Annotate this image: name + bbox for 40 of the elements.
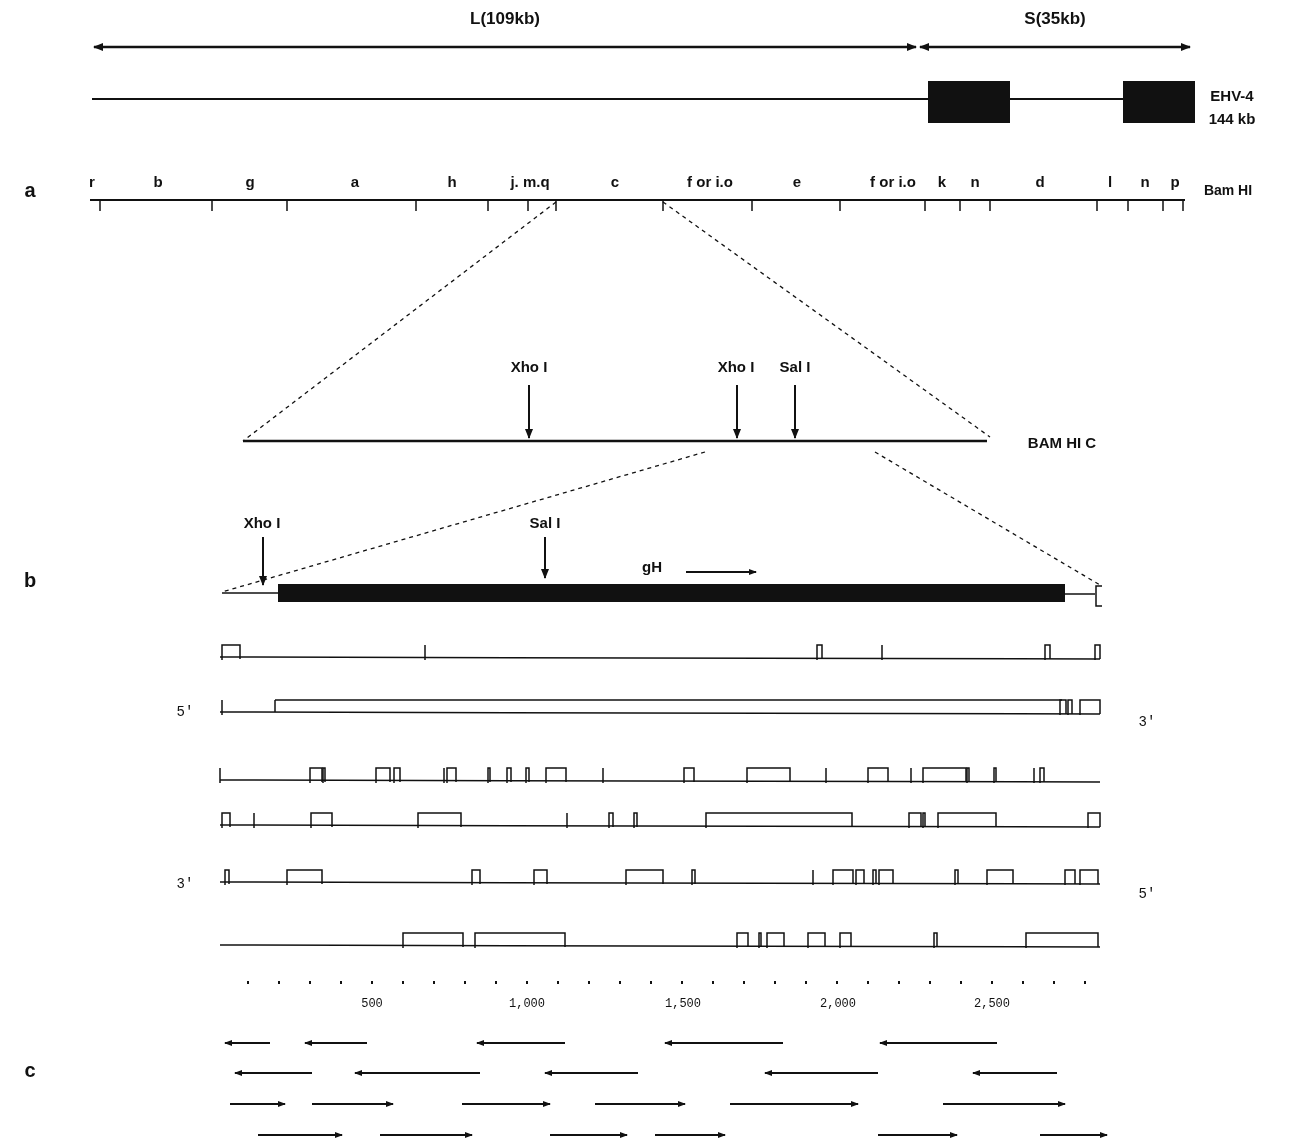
fragment-letter: n	[1140, 173, 1150, 189]
site-label: Xho I	[717, 358, 755, 374]
panel-letter: a	[24, 180, 36, 200]
scale-number: 2,500	[974, 998, 1010, 1010]
site-label: Sal I	[779, 358, 811, 374]
fragment-letter: r	[89, 173, 95, 189]
fragment-letter: j. m.q	[510, 173, 550, 189]
strand-end-label: 3′	[176, 877, 194, 891]
scale-number: 1,000	[509, 998, 545, 1010]
strand-end-label: 5′	[176, 705, 194, 719]
panel-letter: b	[23, 570, 37, 590]
fragment-letter: c	[610, 173, 620, 189]
fragment-letter: b	[153, 173, 163, 189]
fragment-letter: f or i.o	[687, 173, 733, 189]
gene-name-label: gH	[642, 558, 662, 574]
genome-size-label: 144 kb	[1208, 110, 1256, 126]
fragment-name-label: BAM HI C	[1027, 434, 1097, 450]
fragment-letter: p	[1170, 173, 1180, 189]
genome-segment-label: L(109kb)	[470, 9, 540, 27]
fragment-letter: n	[970, 173, 980, 189]
site-label: Xho I	[243, 514, 281, 530]
scale-number: 500	[361, 998, 383, 1010]
strand-end-label: 5′	[1138, 887, 1156, 901]
fragment-letter: f or i.o	[870, 173, 916, 189]
fragment-letter: h	[447, 173, 457, 189]
site-label: Xho I	[510, 358, 548, 374]
site-label: Sal I	[529, 514, 561, 530]
panel-letter: c	[24, 1060, 36, 1080]
strand-end-label: 3′	[1138, 715, 1156, 729]
fragment-letter: a	[350, 173, 360, 189]
genome-segment-label: S(35kb)	[1024, 9, 1086, 27]
fragment-letter: k	[937, 173, 947, 189]
scale-number: 2,000	[820, 998, 856, 1010]
scale-number: 1,500	[665, 998, 701, 1010]
enzyme-name-label: Bam HI	[1203, 183, 1253, 197]
genome-name-label: EHV-4	[1210, 87, 1254, 103]
fragment-letter: e	[792, 173, 802, 189]
fragment-letter: l	[1107, 173, 1113, 189]
fragment-letter: g	[245, 173, 255, 189]
fragment-letter: d	[1035, 173, 1045, 189]
